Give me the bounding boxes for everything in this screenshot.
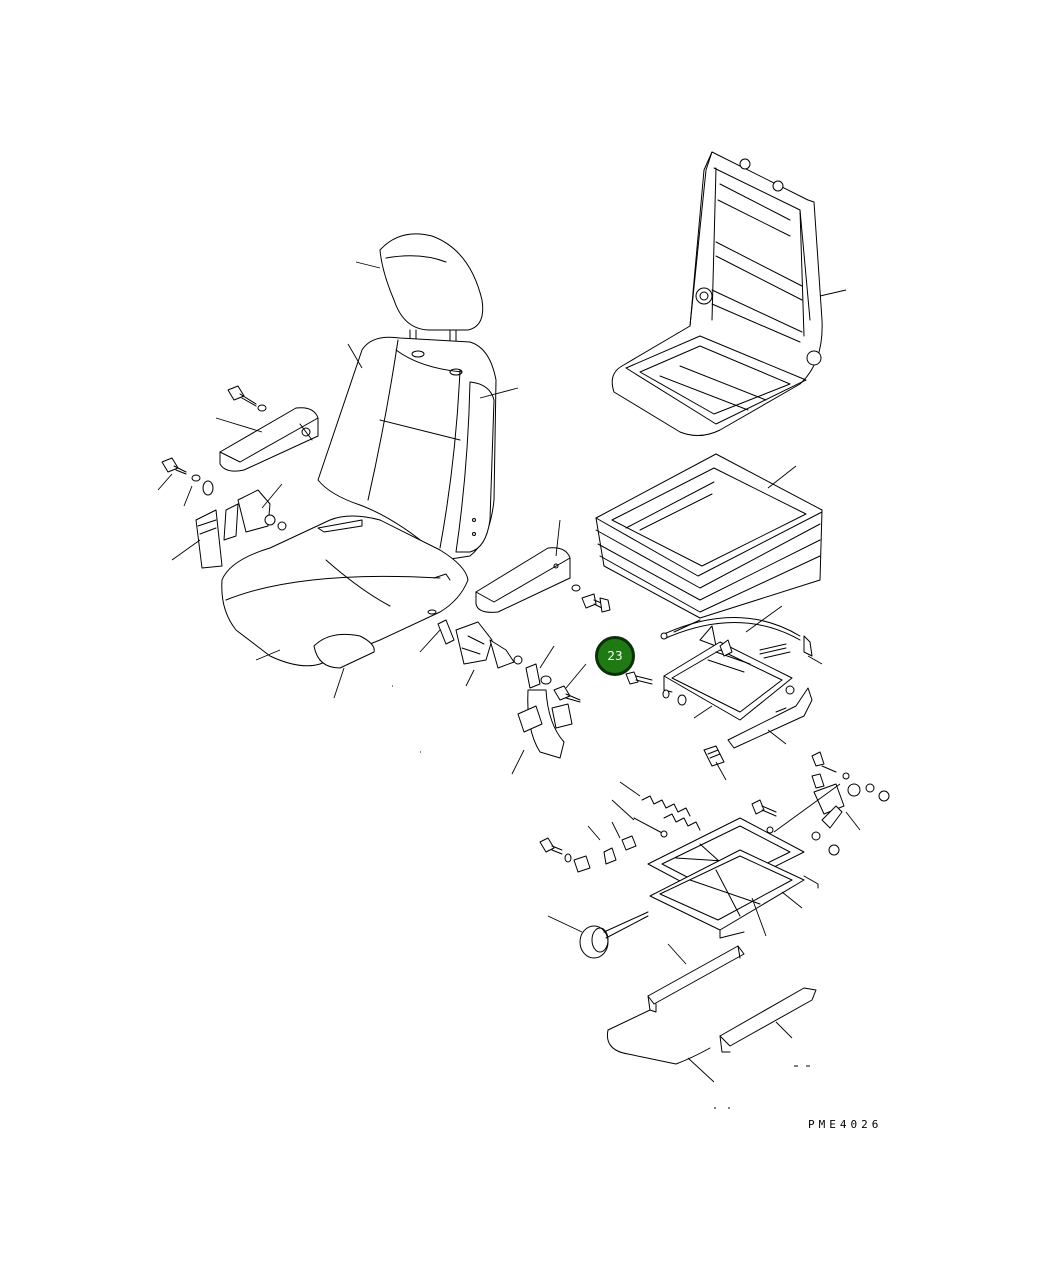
armrest-right: [476, 548, 570, 613]
seat-backrest: [318, 337, 496, 560]
seat-belt-right: [438, 620, 580, 758]
seat-cushion: [222, 516, 468, 668]
bolts-right-armrest: [572, 585, 610, 612]
bolt-washers-23: [626, 672, 686, 705]
clips: [540, 836, 636, 872]
bellows-cover: [596, 454, 822, 618]
bolts-left: [162, 386, 266, 495]
scissor-mechanism: [648, 818, 818, 938]
height-adjust-knob: [580, 912, 648, 958]
springs: [634, 796, 700, 837]
leader-lines: [158, 262, 860, 1108]
drawing-code: PME4026: [808, 1118, 883, 1131]
callout-23-badge[interactable]: 23: [595, 636, 635, 676]
shock-absorber: [752, 752, 889, 855]
headrest: [380, 234, 483, 352]
armrest-left: [220, 408, 318, 471]
rails: [607, 946, 816, 1064]
pad-small: [704, 746, 724, 766]
seat-frame: [612, 152, 822, 436]
guide-rail-bracket: [728, 688, 812, 748]
suspension-upper: [661, 617, 812, 720]
seat-belt-buckle-left: [196, 490, 286, 568]
